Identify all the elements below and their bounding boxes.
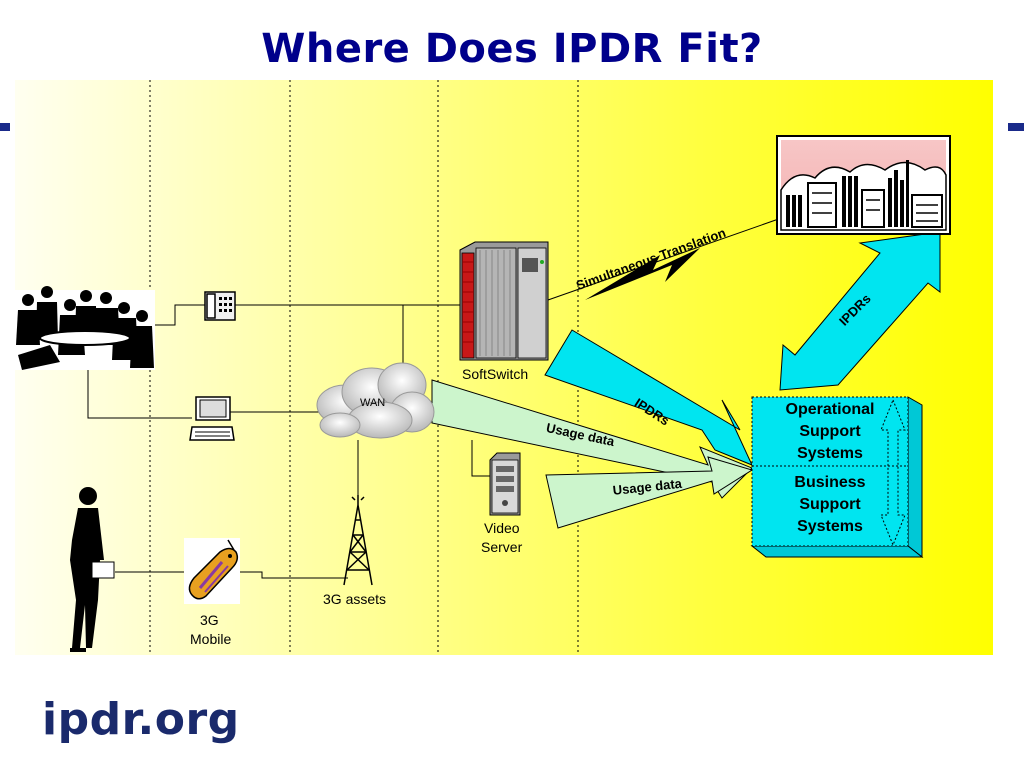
3g-assets-label: 3G assets bbox=[323, 591, 387, 607]
network-lines bbox=[87, 214, 791, 579]
bss-line-3: Systems bbox=[797, 518, 863, 535]
bss-line-2: Support bbox=[799, 496, 861, 513]
lightning-bolt bbox=[585, 248, 700, 300]
ipdrs-arrow-top bbox=[779, 231, 941, 391]
ipdr-diagram bbox=[15, 80, 993, 655]
meeting-group bbox=[15, 286, 155, 370]
softswitch-server bbox=[459, 241, 549, 361]
ipdr-logo: ipdr.org bbox=[42, 694, 240, 745]
video-server bbox=[489, 452, 521, 516]
bss-line-1: Business bbox=[794, 474, 866, 491]
right-edge-mark bbox=[1008, 123, 1024, 131]
video-server-label-line1: Video bbox=[484, 520, 520, 536]
softswitch-label: SoftSwitch bbox=[462, 366, 529, 382]
oss-line-2: Support bbox=[799, 423, 861, 440]
telephone bbox=[204, 291, 236, 321]
usage-data-arrow-2 bbox=[545, 456, 754, 529]
3g-mobile-label-line1: 3G bbox=[200, 612, 219, 628]
operational-support-systems-label: Operational Support Systems bbox=[752, 399, 908, 465]
standing-person bbox=[70, 487, 115, 652]
oss-line-3: Systems bbox=[797, 445, 863, 462]
business-support-systems-label: Business Support Systems bbox=[752, 472, 908, 538]
3g-mobile-label-line2: Mobile bbox=[190, 631, 232, 647]
cell-tower bbox=[343, 495, 373, 586]
city-picture bbox=[776, 135, 951, 235]
left-edge-mark bbox=[0, 123, 10, 131]
wan-cloud bbox=[316, 362, 435, 439]
systems-box bbox=[750, 396, 924, 559]
mobile-phone-picture bbox=[184, 538, 240, 604]
video-server-label-line2: Server bbox=[481, 539, 523, 555]
wan-label: WAN bbox=[360, 397, 386, 409]
page-title: Where Does IPDR Fit? bbox=[261, 26, 763, 72]
laptop bbox=[189, 396, 235, 441]
usage-data-arrow-1 bbox=[431, 379, 753, 499]
ipdrs-arrow-mid bbox=[544, 329, 753, 466]
oss-line-1: Operational bbox=[785, 401, 875, 418]
column-separators bbox=[149, 80, 579, 655]
